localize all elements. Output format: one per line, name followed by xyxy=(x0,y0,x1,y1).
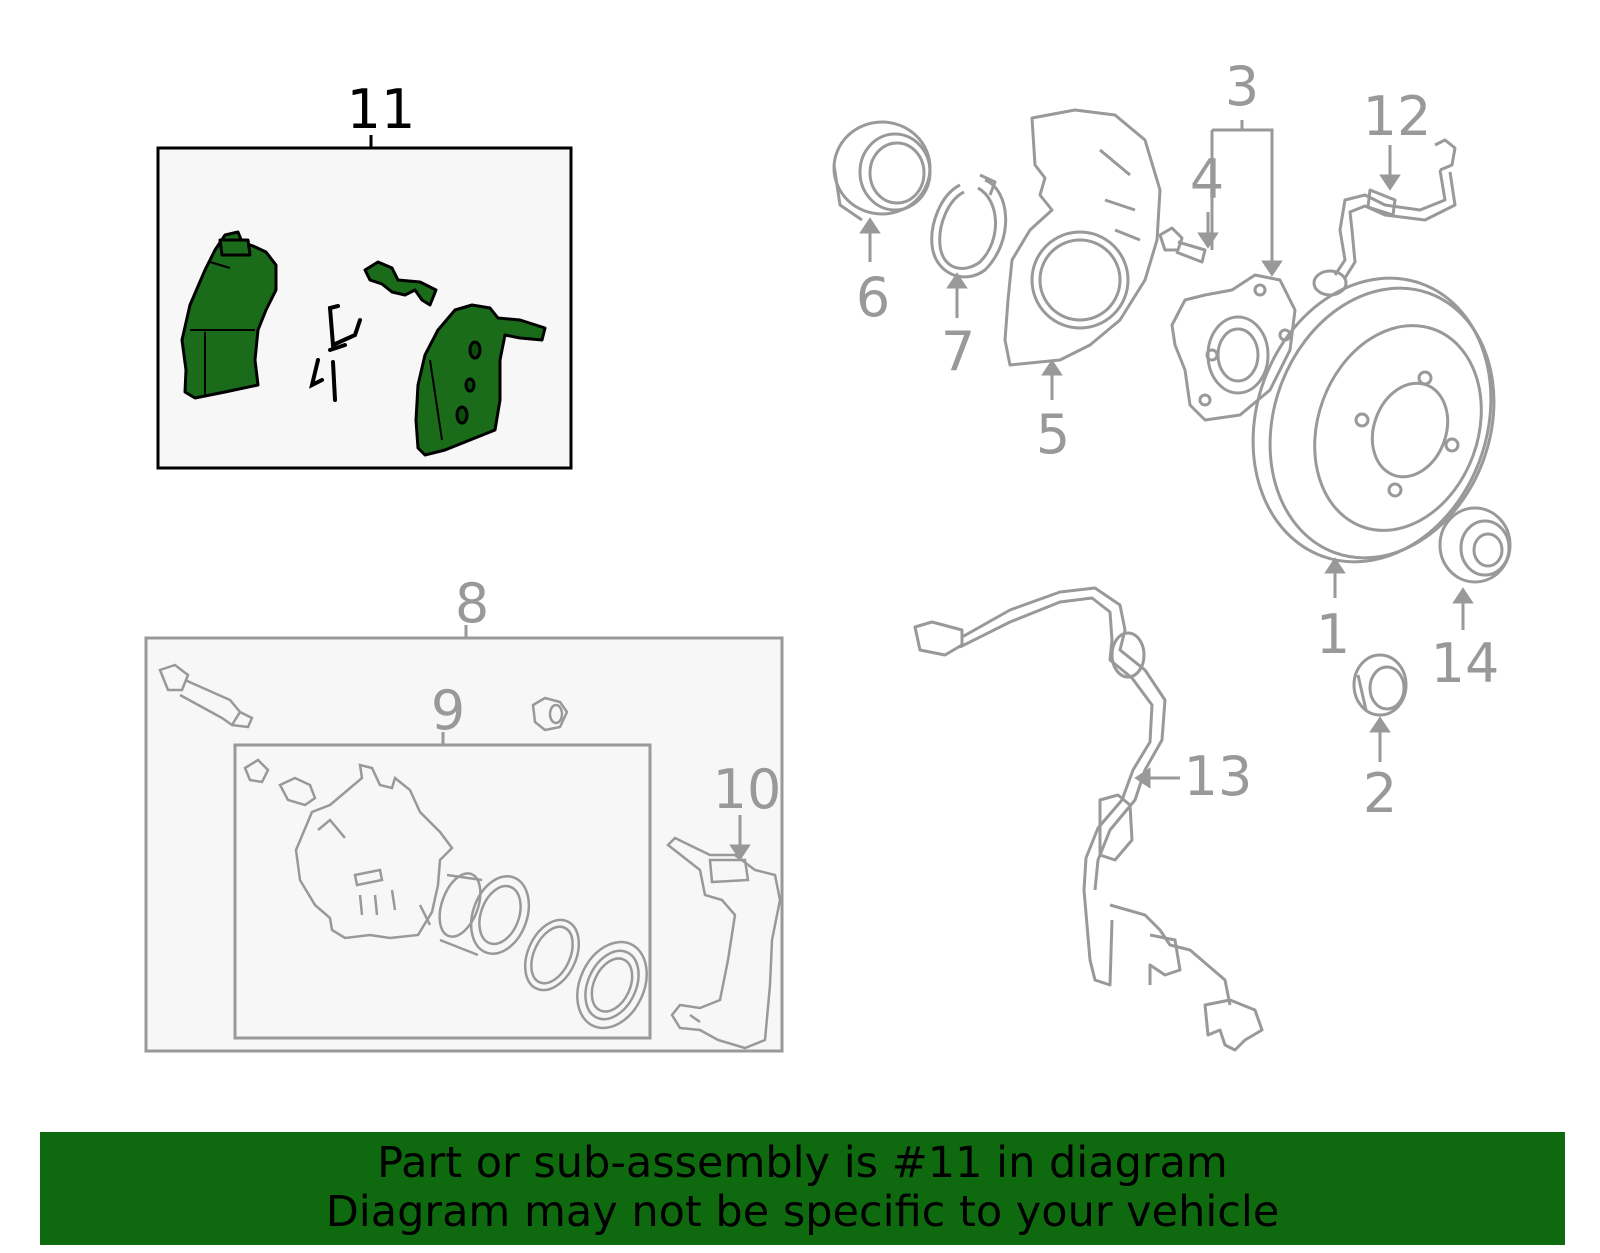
inner-brake-pad xyxy=(180,230,278,400)
brake-hose[interactable] xyxy=(1312,138,1457,297)
callout-10[interactable]: 10 xyxy=(713,758,782,821)
hub-cap[interactable] xyxy=(1438,506,1512,584)
hub-bolt[interactable] xyxy=(1158,226,1207,264)
notice-banner: Part or sub-assembly is #11 in diagram D… xyxy=(40,1132,1565,1245)
caliper-assembly-group[interactable] xyxy=(144,625,784,1053)
wheel-hub[interactable] xyxy=(1170,273,1297,422)
leader-lines xyxy=(729,120,1474,861)
outer-brake-pad xyxy=(414,303,547,457)
snap-ring[interactable] xyxy=(930,173,1008,279)
abs-sensor-harness[interactable] xyxy=(913,586,1264,1052)
dust-shield[interactable] xyxy=(1003,108,1162,367)
bushing xyxy=(531,696,569,732)
callout-8[interactable]: 8 xyxy=(455,572,489,635)
pad-clips xyxy=(309,304,362,402)
caliper-bracket xyxy=(666,836,782,1050)
caliper-body xyxy=(294,763,454,940)
bleeder-screw xyxy=(243,758,317,807)
callout-5[interactable]: 5 xyxy=(1036,403,1070,466)
wheel-bearing[interactable] xyxy=(832,120,932,222)
dust-boot xyxy=(576,940,648,1030)
hub-nut[interactable] xyxy=(1352,653,1408,717)
brake-pad-kit-group[interactable] xyxy=(156,135,573,470)
callout-4[interactable]: 4 xyxy=(1190,148,1224,211)
callout-11[interactable]: 11 xyxy=(347,78,416,141)
callout-14[interactable]: 14 xyxy=(1431,632,1500,695)
wear-indicator xyxy=(363,260,438,307)
brake-rotor[interactable] xyxy=(1214,244,1530,595)
callout-labels: 11 8 9 10 6 7 5 3 4 12 1 14 2 13 xyxy=(347,55,1500,825)
callout-6[interactable]: 6 xyxy=(856,266,890,329)
callout-7[interactable]: 7 xyxy=(941,320,975,383)
callout-2[interactable]: 2 xyxy=(1363,762,1397,825)
guide-pin xyxy=(158,663,254,729)
callout-3[interactable]: 3 xyxy=(1225,55,1259,118)
callout-1[interactable]: 1 xyxy=(1316,603,1350,666)
piston-seal xyxy=(523,918,581,992)
callout-9[interactable]: 9 xyxy=(431,679,465,742)
piston xyxy=(438,872,531,957)
banner-line-1: Part or sub-assembly is #11 in diagram xyxy=(377,1138,1228,1188)
caliper-subassembly[interactable] xyxy=(233,732,660,1040)
banner-line-2: Diagram may not be specific to your vehi… xyxy=(325,1187,1280,1237)
callout-13[interactable]: 13 xyxy=(1184,745,1253,808)
callout-12[interactable]: 12 xyxy=(1363,85,1432,148)
